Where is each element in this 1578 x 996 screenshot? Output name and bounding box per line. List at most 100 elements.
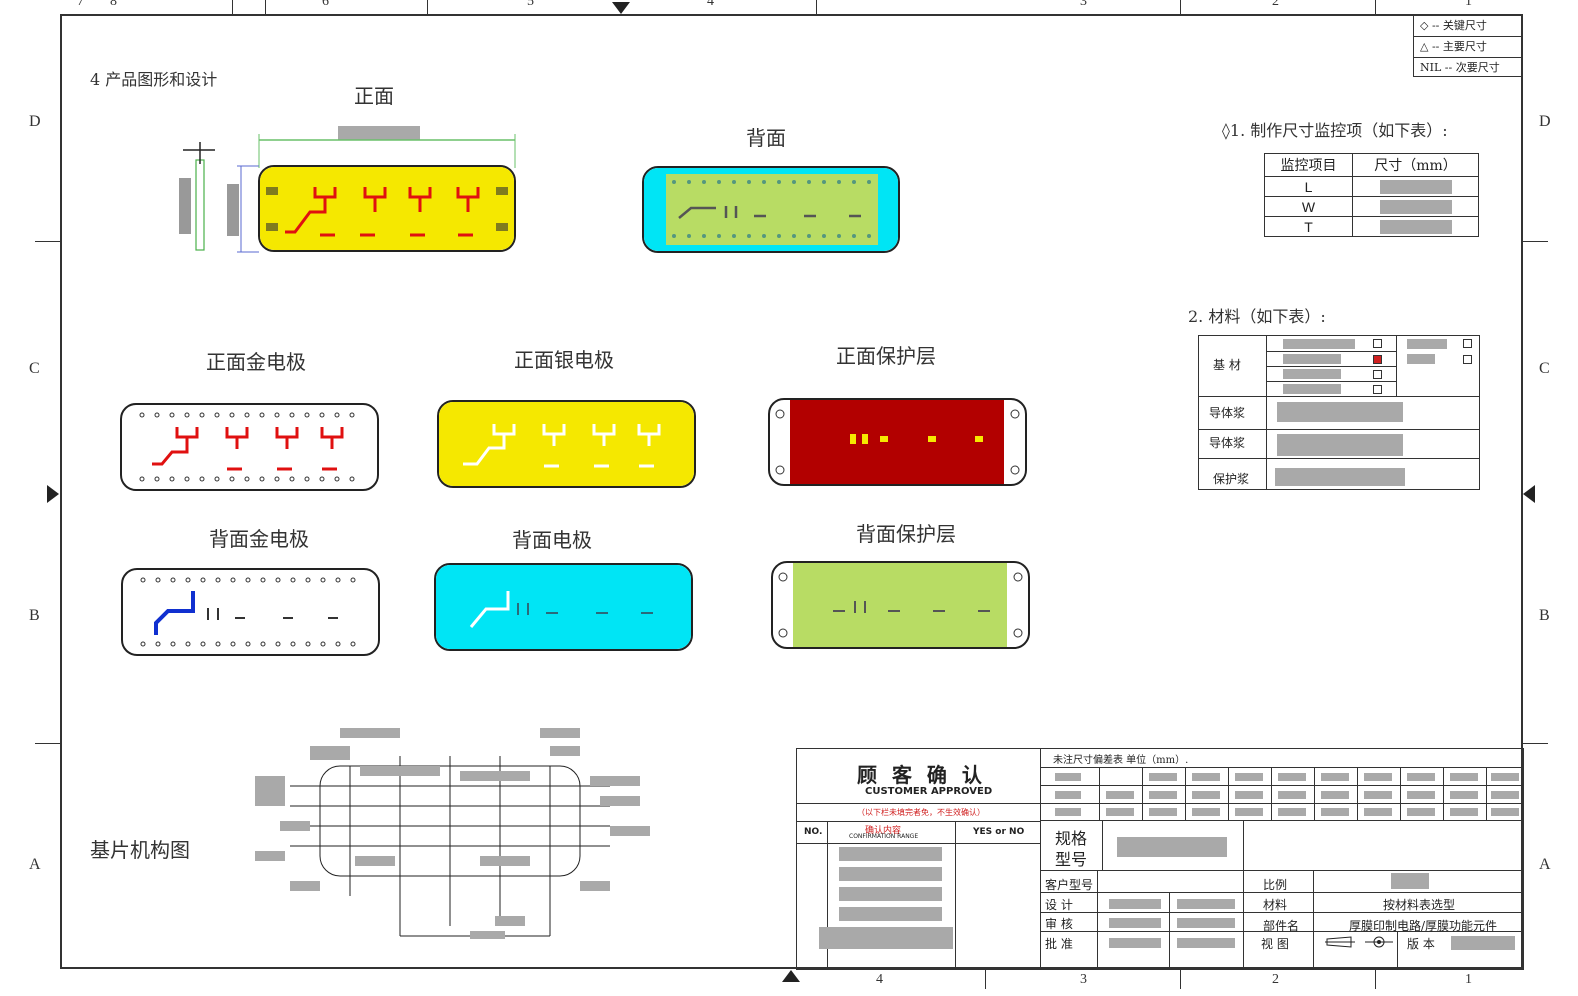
title-block: 顾 客 确 认 CUSTOMER APPROVED （以下栏未填完者免，不生效确…	[796, 748, 1524, 970]
board-back-gold	[121, 568, 380, 656]
view-label-back-electrode: 背面电极	[512, 528, 592, 552]
board-front-protect	[768, 398, 1027, 486]
view-label-front-silver: 正面银电极	[514, 348, 614, 372]
dimension-legend: ◇ -- 关键尺寸 △ -- 主要尺寸 NIL -- 次要尺寸	[1413, 15, 1522, 77]
board-back-art	[644, 168, 898, 251]
material-label: 材料	[1263, 898, 1288, 912]
col-number: 2	[1272, 972, 1279, 987]
row-letter: A	[1539, 856, 1551, 873]
material-protect-label: 保护浆	[1213, 472, 1250, 486]
legend-minor: NIL -- 次要尺寸	[1420, 61, 1500, 74]
board-front-gold	[120, 403, 379, 491]
board-front-protect-art	[775, 400, 1020, 484]
view-label-back-protect: 背面保护层	[856, 522, 956, 546]
section-title: 4 产品图形和设计	[90, 70, 218, 89]
ratio-label: 比例	[1263, 878, 1288, 892]
col-number: 3	[1080, 972, 1087, 987]
view-label: 视 图	[1261, 937, 1289, 951]
customer-model-label: 客户型号	[1045, 878, 1094, 892]
material-conductor-label: 导体浆	[1209, 436, 1246, 450]
row-letter: B	[1539, 607, 1550, 624]
center-mark-icon	[782, 970, 800, 982]
row-letter: C	[29, 360, 40, 377]
dim-monitor-title: ◊1. 制作尺寸监控项（如下表）:	[1222, 121, 1448, 140]
substrate-structure-diagram	[255, 728, 650, 939]
col-number: 7	[77, 0, 84, 9]
row-letter: A	[29, 856, 41, 873]
view-label-back-gold: 背面金电极	[209, 527, 309, 551]
board-back-electrode-art	[436, 565, 691, 649]
board-front-gold-art	[139, 412, 355, 482]
board-front-silver	[437, 400, 696, 488]
col-number: 4	[707, 0, 714, 9]
row-letter: D	[29, 113, 41, 130]
dimension-value-redacted	[338, 126, 420, 140]
checkbox-icon	[1373, 339, 1382, 348]
projection-symbol-icon	[1325, 936, 1393, 948]
approve-label: 批 准	[1045, 937, 1073, 951]
board-front	[258, 165, 516, 252]
col-number: 1	[1465, 972, 1472, 987]
board-back-protect	[771, 561, 1030, 649]
legend-main: △ -- 主要尺寸	[1414, 37, 1521, 58]
view-label-substrate: 基片机构图	[90, 838, 190, 862]
materials-table: 基 材 导体浆 导体浆 保护浆	[1198, 335, 1480, 490]
tolerance-title: 未注尺寸偏差表 单位（mm）.	[1053, 755, 1189, 766]
col-no: NO.	[804, 827, 823, 837]
dim-monitor-table: 监控项目 尺寸（mm） L W T	[1264, 153, 1479, 237]
customer-approved-title: CUSTOMER APPROVED	[865, 786, 993, 797]
part-name-value: 厚膜印制电路/厚膜功能元件	[1349, 919, 1498, 933]
dim-monitor-header-item: 监控项目	[1264, 153, 1353, 177]
checkbox-icon	[1373, 370, 1382, 379]
view-label-back: 背面	[746, 126, 786, 150]
spec-label: 规格	[1055, 829, 1088, 848]
checkbox-icon	[1463, 355, 1472, 364]
col-yes-no: YES or NO	[973, 827, 1025, 837]
model-label: 型号	[1055, 850, 1088, 869]
col-number: 3	[1080, 0, 1087, 9]
checkbox-icon	[1463, 339, 1472, 348]
design-label: 设 计	[1045, 898, 1073, 912]
col-confirm: 确认内容	[865, 826, 902, 836]
customer-confirm-title: 顾 客 确 认	[857, 763, 986, 787]
confirm-note: （以下栏未填完者免，不生效确认）	[857, 808, 985, 817]
view-label-front: 正面	[354, 84, 394, 108]
board-front-silver-art	[439, 402, 694, 486]
material-conductor-label: 导体浆	[1209, 406, 1246, 420]
checkbox-checked-icon	[1373, 355, 1382, 364]
view-label-front-protect: 正面保护层	[836, 344, 936, 368]
row-letter: B	[29, 607, 40, 624]
board-back-gold-art	[140, 577, 356, 647]
material-substrate-label: 基 材	[1213, 358, 1241, 372]
board-back-electrode	[434, 563, 693, 651]
col-number: 6	[322, 0, 329, 9]
review-label: 审 核	[1045, 917, 1073, 931]
col-number: 2	[1272, 0, 1279, 9]
board-back	[642, 166, 900, 253]
legend-key: ◇ -- 关键尺寸	[1414, 16, 1521, 37]
drawing-frame	[60, 14, 1523, 969]
col-number: 4	[876, 972, 883, 987]
part-name-label: 部件名	[1263, 919, 1300, 933]
dim-monitor-header-size: 尺寸（mm）	[1352, 153, 1479, 177]
col-number: 1	[1465, 0, 1472, 9]
row-letter: C	[1539, 360, 1550, 377]
material-value: 按材料表选型	[1383, 898, 1456, 912]
col-confirm-en: CONFIRMATION RANGE	[849, 833, 919, 840]
col-number: 8	[110, 0, 117, 9]
row-letter: D	[1539, 113, 1551, 130]
dim-monitor-row: T	[1264, 216, 1353, 237]
center-mark-icon	[612, 2, 630, 14]
view-label-front-gold: 正面金电极	[206, 350, 306, 374]
dim-monitor-row: W	[1264, 196, 1353, 217]
center-mark-icon	[47, 485, 59, 503]
materials-title: 2. 材料（如下表）:	[1188, 307, 1326, 326]
version-label: 版 本	[1407, 937, 1435, 951]
checkbox-icon	[1373, 385, 1382, 394]
board-front-art	[260, 167, 514, 250]
board-back-protect-art	[778, 563, 1023, 647]
dim-monitor-row: L	[1264, 176, 1353, 197]
front-dimension-lines	[179, 134, 516, 253]
center-mark-icon	[1523, 485, 1535, 503]
col-number: 5	[527, 0, 534, 9]
